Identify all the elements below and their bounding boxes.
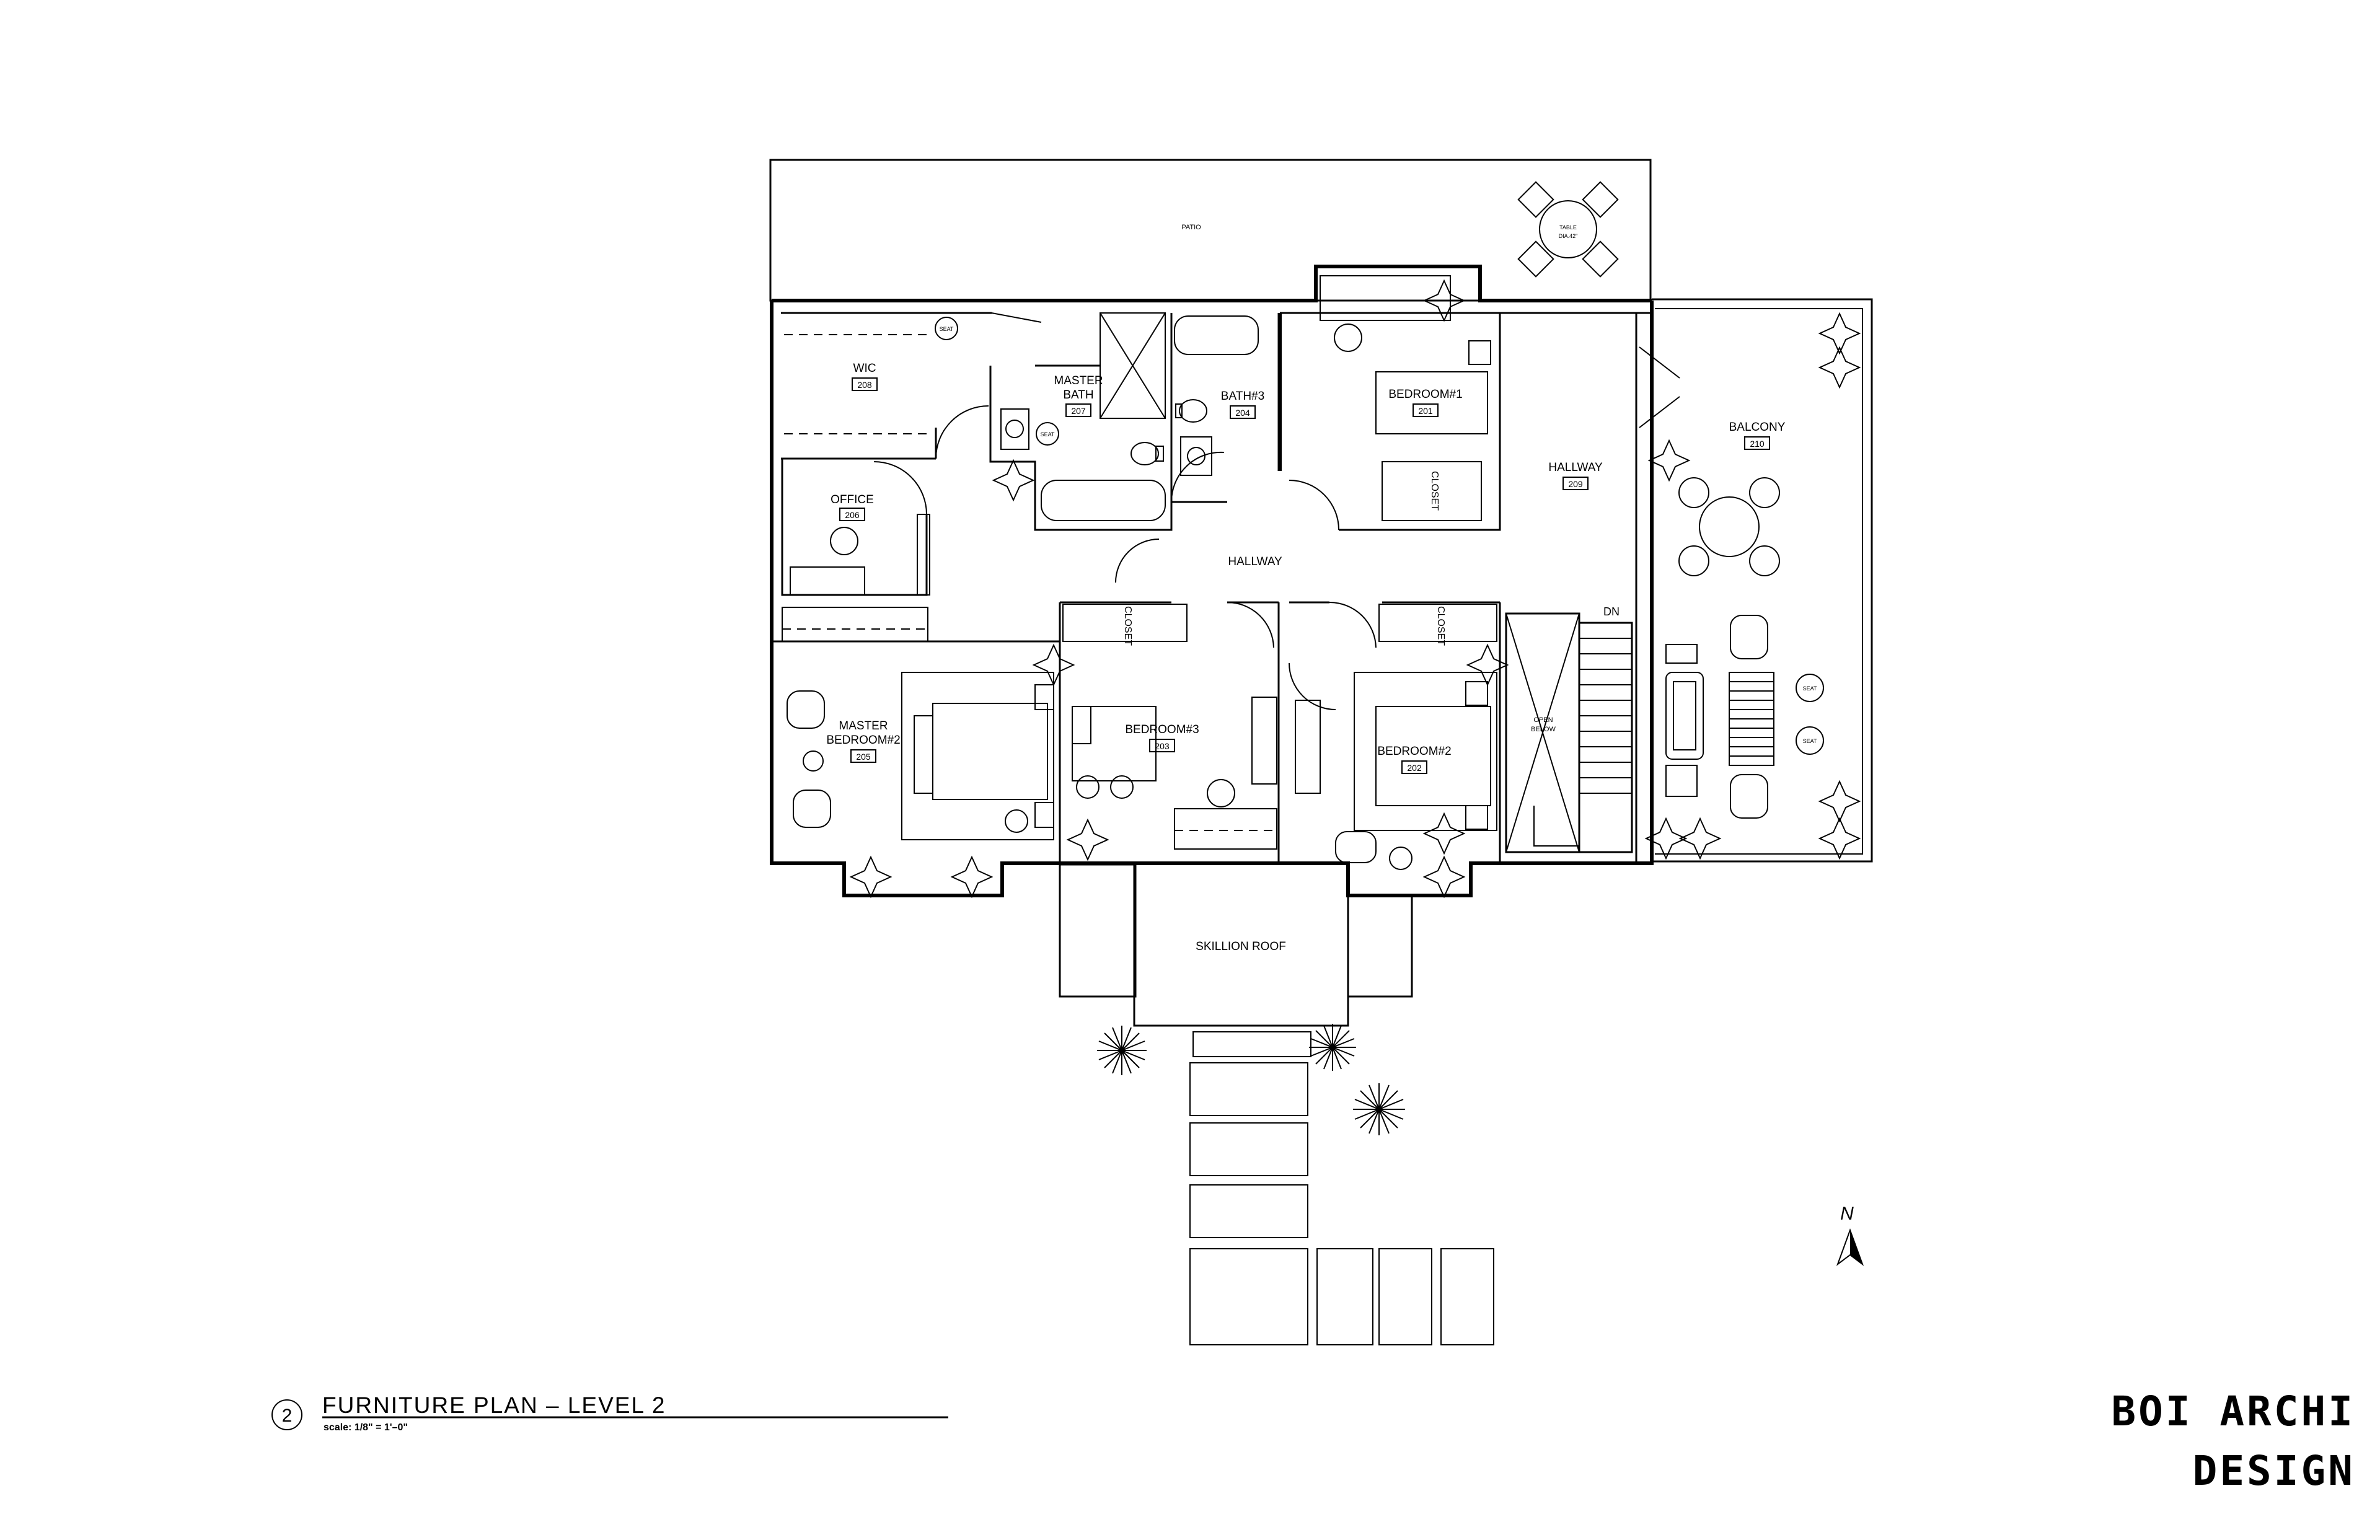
wic-seat-label: SEAT (940, 326, 954, 332)
interior-walls (770, 312, 1652, 863)
bath3-number: 204 (1235, 408, 1250, 418)
master-bedroom2-line1: MASTER (839, 719, 888, 733)
bath-seat-label: SEAT (1041, 431, 1055, 438)
balcony-lounge-set: SEAT SEAT (1665, 615, 1824, 819)
table-note-line1: TABLE (1559, 224, 1577, 231)
bedroom1-label: BEDROOM#1 (1388, 388, 1462, 401)
balcony-dining-set (1678, 477, 1780, 576)
hallway-main-label: HALLWAY (1228, 555, 1282, 568)
firm-name-line2: DESIGN (2192, 1447, 2355, 1495)
master-bath-line1: MASTER (1054, 374, 1103, 387)
closet-label-bedroom2: CLOSET (1435, 606, 1446, 646)
shrubs (1097, 1024, 1405, 1135)
patio-label: PATIO (1181, 224, 1201, 231)
balcony: BALCONY 210 SEAT SEAT (1652, 298, 1873, 863)
room-labels: WIC 208 MASTER BATH 207 BATH#3 204 BEDRO… (826, 362, 1620, 774)
exterior-walls (770, 265, 1654, 897)
patio-table: TABLE DIA.42" (1517, 181, 1619, 278)
stair-dn-label: DN (1603, 605, 1620, 618)
closet-label-bedroom1: CLOSET (1429, 471, 1440, 511)
drawing-scale: scale: 1/8" = 1'–0" (324, 1422, 408, 1433)
master-bedroom2-number: 205 (856, 752, 871, 762)
wic-label: WIC (853, 362, 876, 375)
balcony-seat-2: SEAT (1803, 738, 1817, 744)
view-number: 2 (282, 1406, 293, 1426)
firm-name-line1: BOI ARCHI (2111, 1388, 2355, 1435)
hallway-209-number: 209 (1568, 479, 1583, 489)
closet-label-bedroom3: CLOSET (1122, 606, 1133, 646)
bedroom-furniture (787, 275, 1497, 870)
bedroom1-number: 201 (1418, 406, 1433, 416)
skillion-roof: SKILLION ROOF (1059, 862, 1413, 1027)
master-bath-number: 207 (1071, 406, 1086, 416)
closets: CLOSET CLOSET CLOSET (784, 334, 1497, 646)
master-bath-line2: BATH (1063, 389, 1093, 402)
north-label: N (1840, 1203, 1854, 1224)
balcony-label: BALCONY (1729, 421, 1786, 434)
balcony-seat-1: SEAT (1803, 685, 1817, 692)
open-below-line2: BELOW (1531, 726, 1556, 733)
table-note-line2: DIA.42" (1559, 233, 1578, 239)
bedroom2-label: BEDROOM#2 (1377, 745, 1451, 758)
door-swings (873, 312, 1680, 710)
entry-walkway (1189, 1031, 1494, 1345)
bath-fixtures: SEAT SEAT (935, 312, 1259, 521)
skillion-roof-label: SKILLION ROOF (1196, 940, 1286, 953)
office-label: OFFICE (831, 493, 874, 506)
bedroom3-number: 203 (1155, 741, 1170, 751)
balcony-number: 210 (1750, 439, 1765, 449)
stair (1533, 622, 1633, 853)
hallway-209-label: HALLWAY (1548, 461, 1603, 474)
wic-number: 208 (857, 380, 872, 390)
open-below-line1: OPEN (1533, 716, 1553, 724)
plants (849, 279, 1861, 899)
bedroom2-number: 202 (1407, 763, 1422, 773)
office-number: 206 (845, 510, 860, 520)
firm-logo: BOI ARCHI DESIGN (2095, 1382, 2355, 1501)
patio: PATIO TABLE DIA.42" (769, 159, 1652, 302)
north-arrow: N (1836, 1203, 1864, 1266)
bedroom3-label: BEDROOM#3 (1125, 723, 1199, 736)
drawing-title-text: FURNITURE PLAN – LEVEL 2 (322, 1393, 666, 1418)
bath3-label: BATH#3 (1221, 390, 1264, 403)
drawing-title: 2 FURNITURE PLAN – LEVEL 2 scale: 1/8" =… (271, 1393, 948, 1433)
master-bedroom2-line2: BEDROOM#2 (826, 734, 900, 747)
